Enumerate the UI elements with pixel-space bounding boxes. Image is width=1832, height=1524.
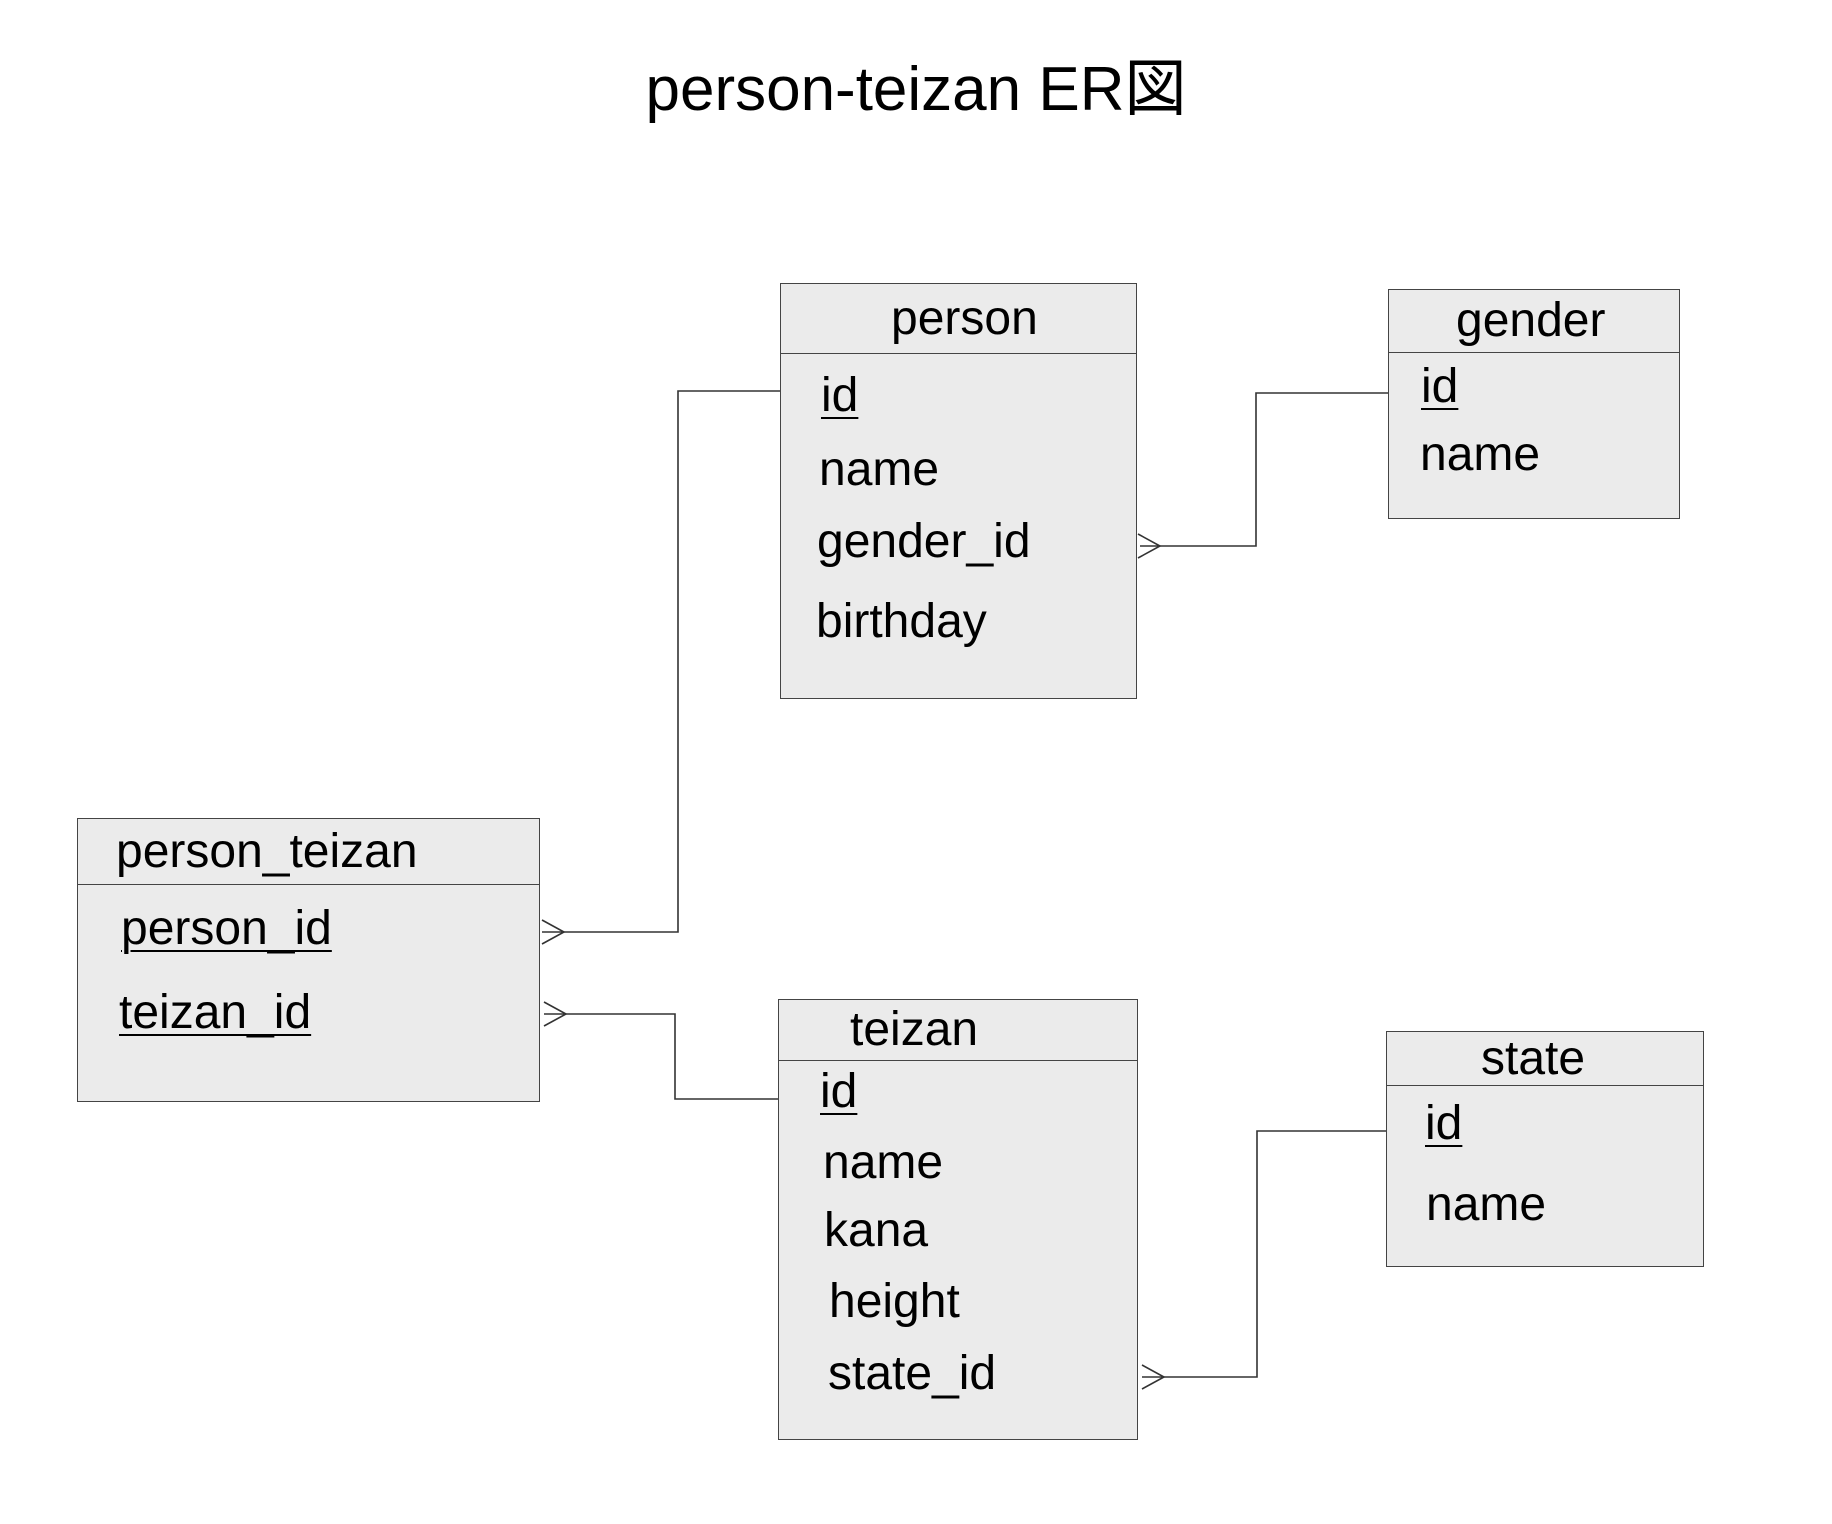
rel-teizan-state-line xyxy=(1142,1130,1386,1378)
rel-person-gender-line xyxy=(1140,392,1388,547)
rel-personteizan-teizan-line xyxy=(544,1013,778,1100)
person-attr-gender-id: gender_id xyxy=(817,515,1031,568)
person-attr-birthday: birthday xyxy=(816,595,987,648)
person-teizan-attr-teizan-id: teizan_id xyxy=(119,986,312,1039)
entity-state-name: state xyxy=(1481,1031,1586,1085)
entity-person-teizan-name: person_teizan xyxy=(116,824,418,878)
teizan-attr-id: id xyxy=(820,1065,858,1118)
person-attr-name: name xyxy=(819,443,940,496)
entity-person-teizan[interactable]: person_teizan person_id teizan_id xyxy=(77,818,540,1102)
crowsfoot-personteizan-teizan xyxy=(543,1001,568,1027)
entity-teizan[interactable]: teizan id name kana height state_id xyxy=(778,999,1138,1440)
entity-state[interactable]: state id name xyxy=(1386,1031,1704,1267)
state-attr-id: id xyxy=(1425,1097,1463,1150)
entity-state-header: state xyxy=(1387,1032,1703,1086)
entity-person-teizan-header: person_teizan xyxy=(78,819,539,885)
entity-person-name: person xyxy=(891,291,1038,345)
crowsfoot-teizan-state xyxy=(1141,1364,1166,1390)
entity-person-header: person xyxy=(781,284,1136,354)
entity-teizan-name: teizan xyxy=(850,1003,979,1056)
teizan-attr-height: height xyxy=(829,1275,960,1328)
rel-personteizan-person-line xyxy=(542,390,780,933)
entity-teizan-header: teizan xyxy=(779,1000,1137,1061)
entity-person[interactable]: person id name gender_id birthday xyxy=(780,283,1137,699)
teizan-attr-name: name xyxy=(823,1136,944,1189)
entity-gender-header: gender xyxy=(1389,290,1679,353)
state-attr-name: name xyxy=(1426,1178,1547,1231)
entity-gender-name: gender xyxy=(1456,294,1606,347)
person-attr-id: id xyxy=(821,369,859,422)
person-teizan-attr-person-id: person_id xyxy=(121,902,332,955)
gender-attr-id: id xyxy=(1421,360,1459,413)
diagram-title: person-teizan ER図 xyxy=(645,55,1187,124)
gender-attr-name: name xyxy=(1420,428,1541,481)
entity-gender[interactable]: gender id name xyxy=(1388,289,1680,519)
teizan-attr-kana: kana xyxy=(824,1204,929,1257)
crowsfoot-person-gender xyxy=(1137,533,1162,559)
teizan-attr-state-id: state_id xyxy=(828,1347,997,1400)
crowsfoot-personteizan-person xyxy=(541,919,566,945)
